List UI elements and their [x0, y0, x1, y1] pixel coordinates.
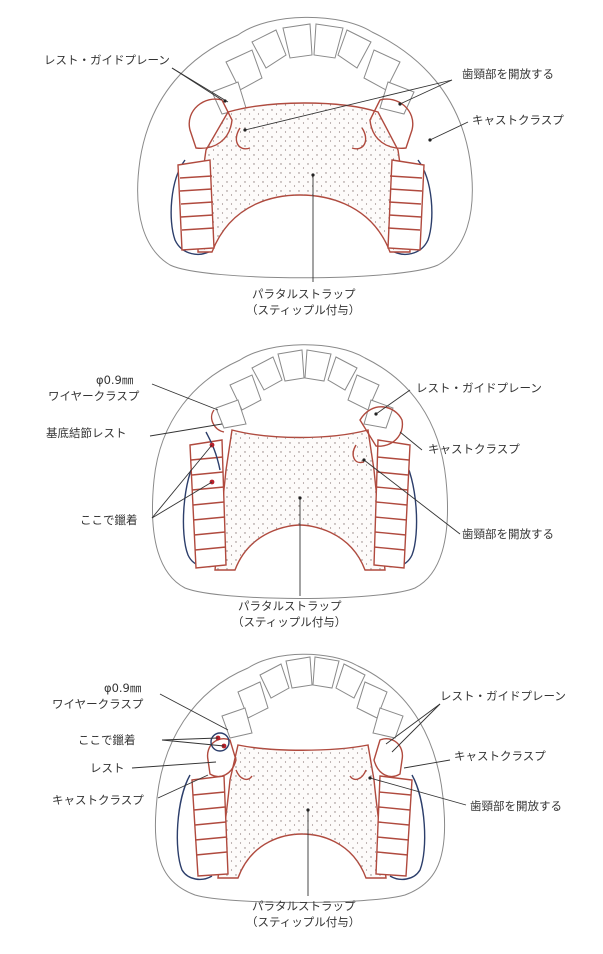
saddle-left-1: [177, 159, 215, 251]
label-open-gingival-3: 歯頸部を開放する: [470, 799, 562, 813]
cast-clasp-right-2: [359, 406, 404, 447]
label-palatal-strap-sub-2: （スティップル付与）: [232, 615, 346, 629]
label-palatal-strap-2: パラタルストラップ: [238, 599, 342, 613]
label-wire-size-2: φ0.9㎜: [96, 373, 134, 387]
leaders-1: [171, 67, 469, 282]
label-wire-clasp-3: ワイヤークラスプ: [52, 697, 144, 711]
blue-outline-left-1: [170, 159, 213, 256]
cast-clasp-left-1: [188, 98, 233, 149]
label-open-gingival-2: 歯頸部を開放する: [462, 527, 554, 541]
teeth-2: [215, 349, 394, 429]
label-solder-here-3: ここで鑞着: [78, 733, 136, 747]
leaders-2: [149, 383, 461, 596]
arch-outline-1: [137, 16, 473, 279]
saddle-left-3: [191, 775, 229, 877]
figure-2: φ0.9㎜ ワイヤークラスプ 基底結節レスト ここで鑞着 レスト・ガイドプレーン…: [46, 344, 554, 629]
label-open-gingival-1: 歯頸部を開放する: [462, 67, 554, 81]
blue-outline-right-1: [390, 159, 433, 256]
label-cingulum-rest-2: 基底結節レスト: [46, 426, 127, 440]
label-cast-clasp-1: キャストクラスプ: [472, 113, 564, 127]
cast-clasp-right-3: [373, 738, 404, 778]
label-palatal-strap-3: パラタルストラップ: [252, 899, 356, 913]
leaders-3: [131, 693, 467, 896]
label-rest-3: レスト: [90, 761, 125, 775]
label-rest-guide-plane-3: レスト・ガイドプレーン: [440, 689, 566, 703]
saddle-right-2: [373, 439, 411, 569]
teeth-1: [211, 23, 415, 115]
label-palatal-strap-1: パラタルストラップ: [252, 287, 356, 301]
figure-1: レスト・ガイドプレーン 歯頸部を開放する キャストクラスプ パラタルストラップ …: [44, 16, 564, 317]
arch-outline-3: [154, 653, 446, 903]
arch-outline-2: [151, 344, 449, 599]
label-wire-clasp-2: ワイヤークラスプ: [48, 389, 140, 403]
teeth-3: [221, 656, 404, 739]
label-rest-guide-plane-1: レスト・ガイドプレーン: [44, 53, 170, 67]
saddle-right-3: [375, 775, 413, 877]
label-wire-size-3: φ0.9㎜: [104, 681, 142, 695]
saddle-left-2: [189, 431, 227, 569]
label-solder-here-2: ここで鑞着: [80, 513, 138, 527]
blue-outline-left-3: [176, 774, 213, 881]
figure-3: φ0.9㎜ ワイヤークラスプ ここで鑞着 レスト キャストクラスプ レスト・ガイ…: [52, 653, 566, 929]
saddle-right-1: [387, 159, 425, 251]
label-cast-clasp-left-3: キャストクラスプ: [52, 793, 144, 807]
label-palatal-strap-sub-1: （スティップル付与）: [246, 303, 360, 317]
label-palatal-strap-sub-3: （スティップル付与）: [246, 915, 360, 929]
cast-clasp-right-1: [369, 98, 414, 149]
label-cast-clasp-2: キャストクラスプ: [428, 442, 520, 456]
blue-outline-right-3: [389, 774, 426, 881]
wire-clasp-ring-3: [210, 732, 230, 752]
label-cast-clasp-right-3: キャストクラスプ: [454, 749, 546, 763]
label-rest-guide-plane-2: レスト・ガイドプレーン: [416, 381, 542, 395]
cast-clasp-left-3: [206, 738, 237, 778]
